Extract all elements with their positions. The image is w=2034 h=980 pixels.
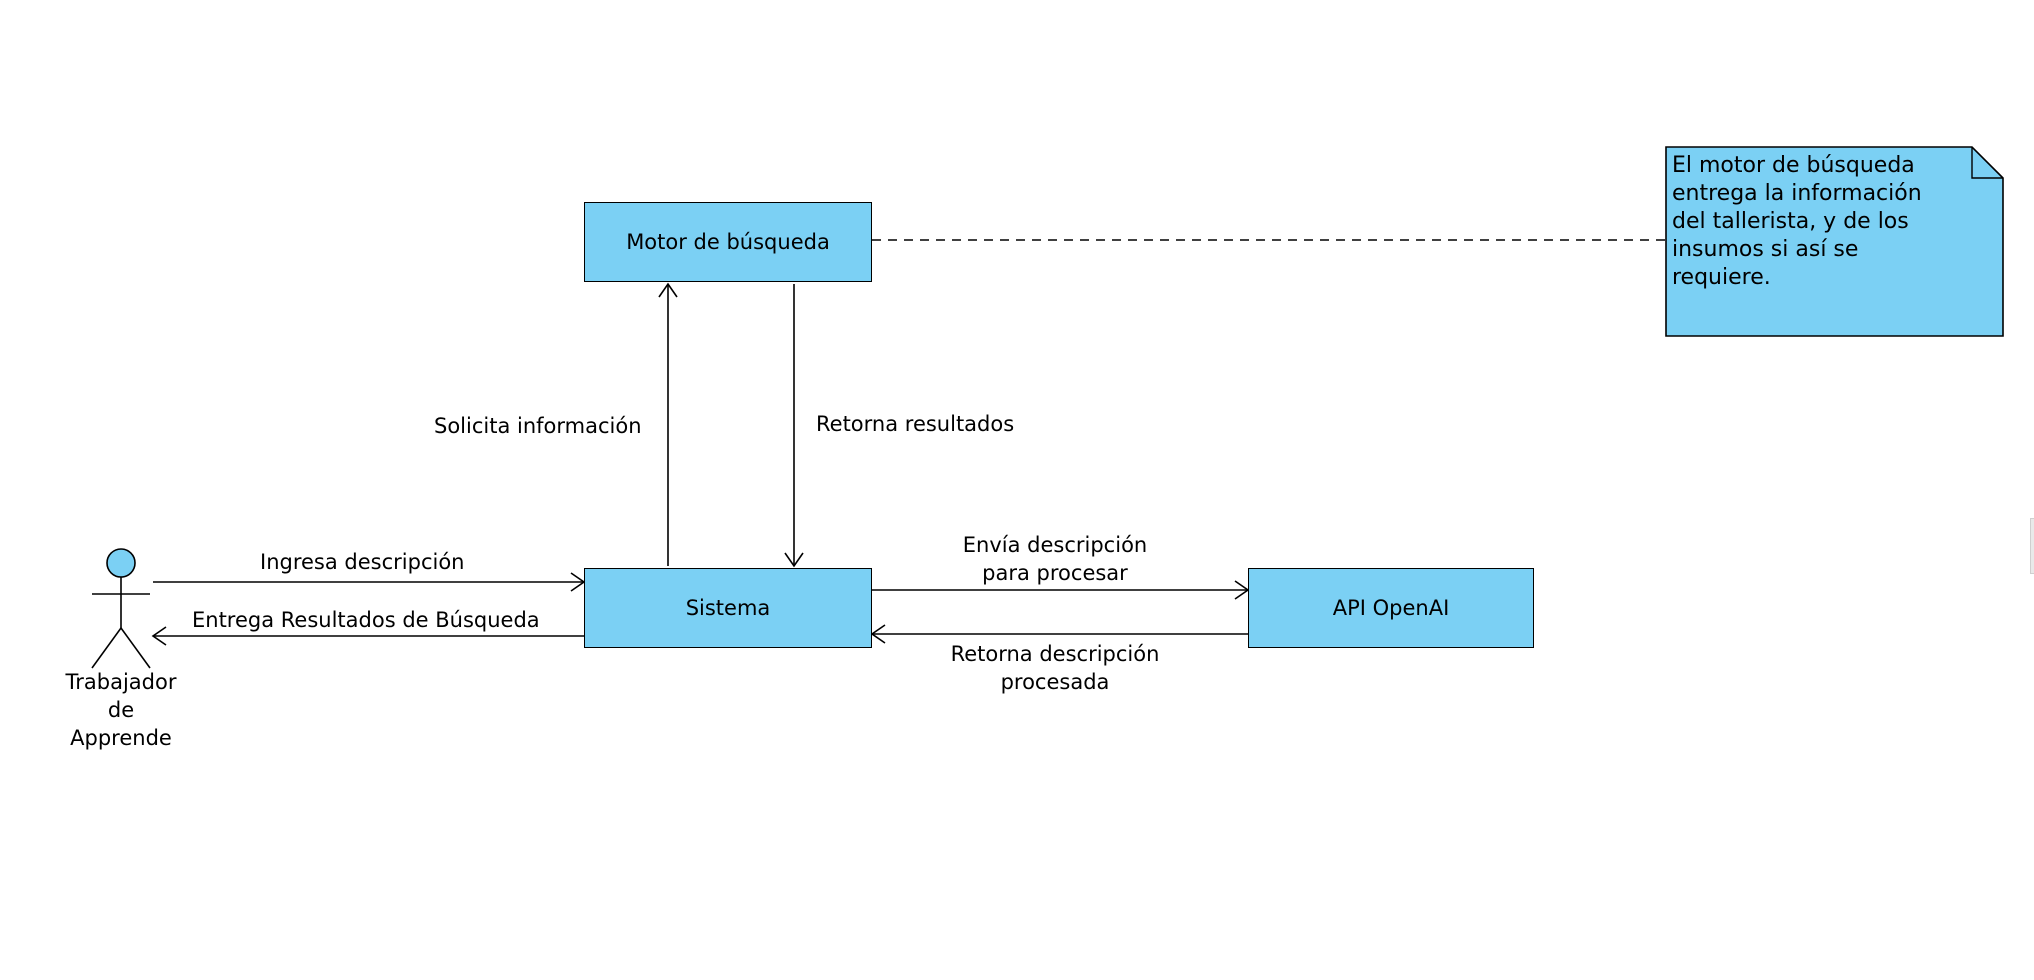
actor-name-line: Apprende: [70, 726, 172, 750]
arrow-request-info[interactable]: [658, 282, 678, 566]
label-send-description-line: para procesar: [982, 561, 1128, 585]
note-shape[interactable]: [1665, 146, 2004, 337]
note-fold: [1971, 147, 2003, 179]
label-request-info: Solicita información: [434, 414, 642, 438]
note-line: del tallerista, y de los: [1672, 209, 1909, 234]
actor-head: [106, 548, 136, 578]
api-openai-box[interactable]: API OpenAI: [1248, 568, 1534, 648]
note-line: requiere.: [1672, 265, 1771, 290]
api-openai-label: API OpenAI: [1332, 596, 1450, 620]
arrow-deliver-results[interactable]: [151, 626, 584, 646]
scroll-tab[interactable]: [2030, 518, 2034, 574]
arrow-return-description[interactable]: [870, 624, 1248, 644]
note-line: El motor de búsqueda: [1672, 153, 1915, 178]
search-engine-box[interactable]: Motor de búsqueda: [584, 202, 872, 282]
system-label: Sistema: [685, 596, 771, 620]
label-deliver-results: Entrega Resultados de Búsqueda: [192, 608, 540, 632]
note-text: El motor de búsqueda entrega la informac…: [1672, 152, 1922, 292]
label-return-description: Retorna descripción procesada: [935, 640, 1175, 696]
label-send-description: Envía descripción para procesar: [940, 531, 1170, 587]
actor-name-line: de: [107, 698, 135, 722]
note-line: insumos si así se: [1672, 237, 1859, 262]
label-return-description-line: procesada: [1000, 670, 1110, 694]
label-return-results: Retorna resultados: [816, 412, 1015, 436]
actor-figure[interactable]: [91, 548, 151, 669]
label-input-description: Ingresa descripción: [260, 550, 465, 574]
label-return-description-line: Retorna descripción: [950, 642, 1160, 666]
actor-name: Trabajador de Apprende: [41, 668, 201, 752]
label-send-description-line: Envía descripción: [962, 533, 1148, 557]
search-engine-label: Motor de búsqueda: [626, 230, 830, 254]
actor-name-line: Trabajador: [65, 670, 177, 694]
note-line: entrega la información: [1672, 181, 1922, 206]
actor-right-leg: [120, 627, 151, 669]
arrow-return-results[interactable]: [784, 284, 804, 568]
actor-left-leg: [91, 627, 122, 669]
system-box[interactable]: Sistema: [584, 568, 872, 648]
